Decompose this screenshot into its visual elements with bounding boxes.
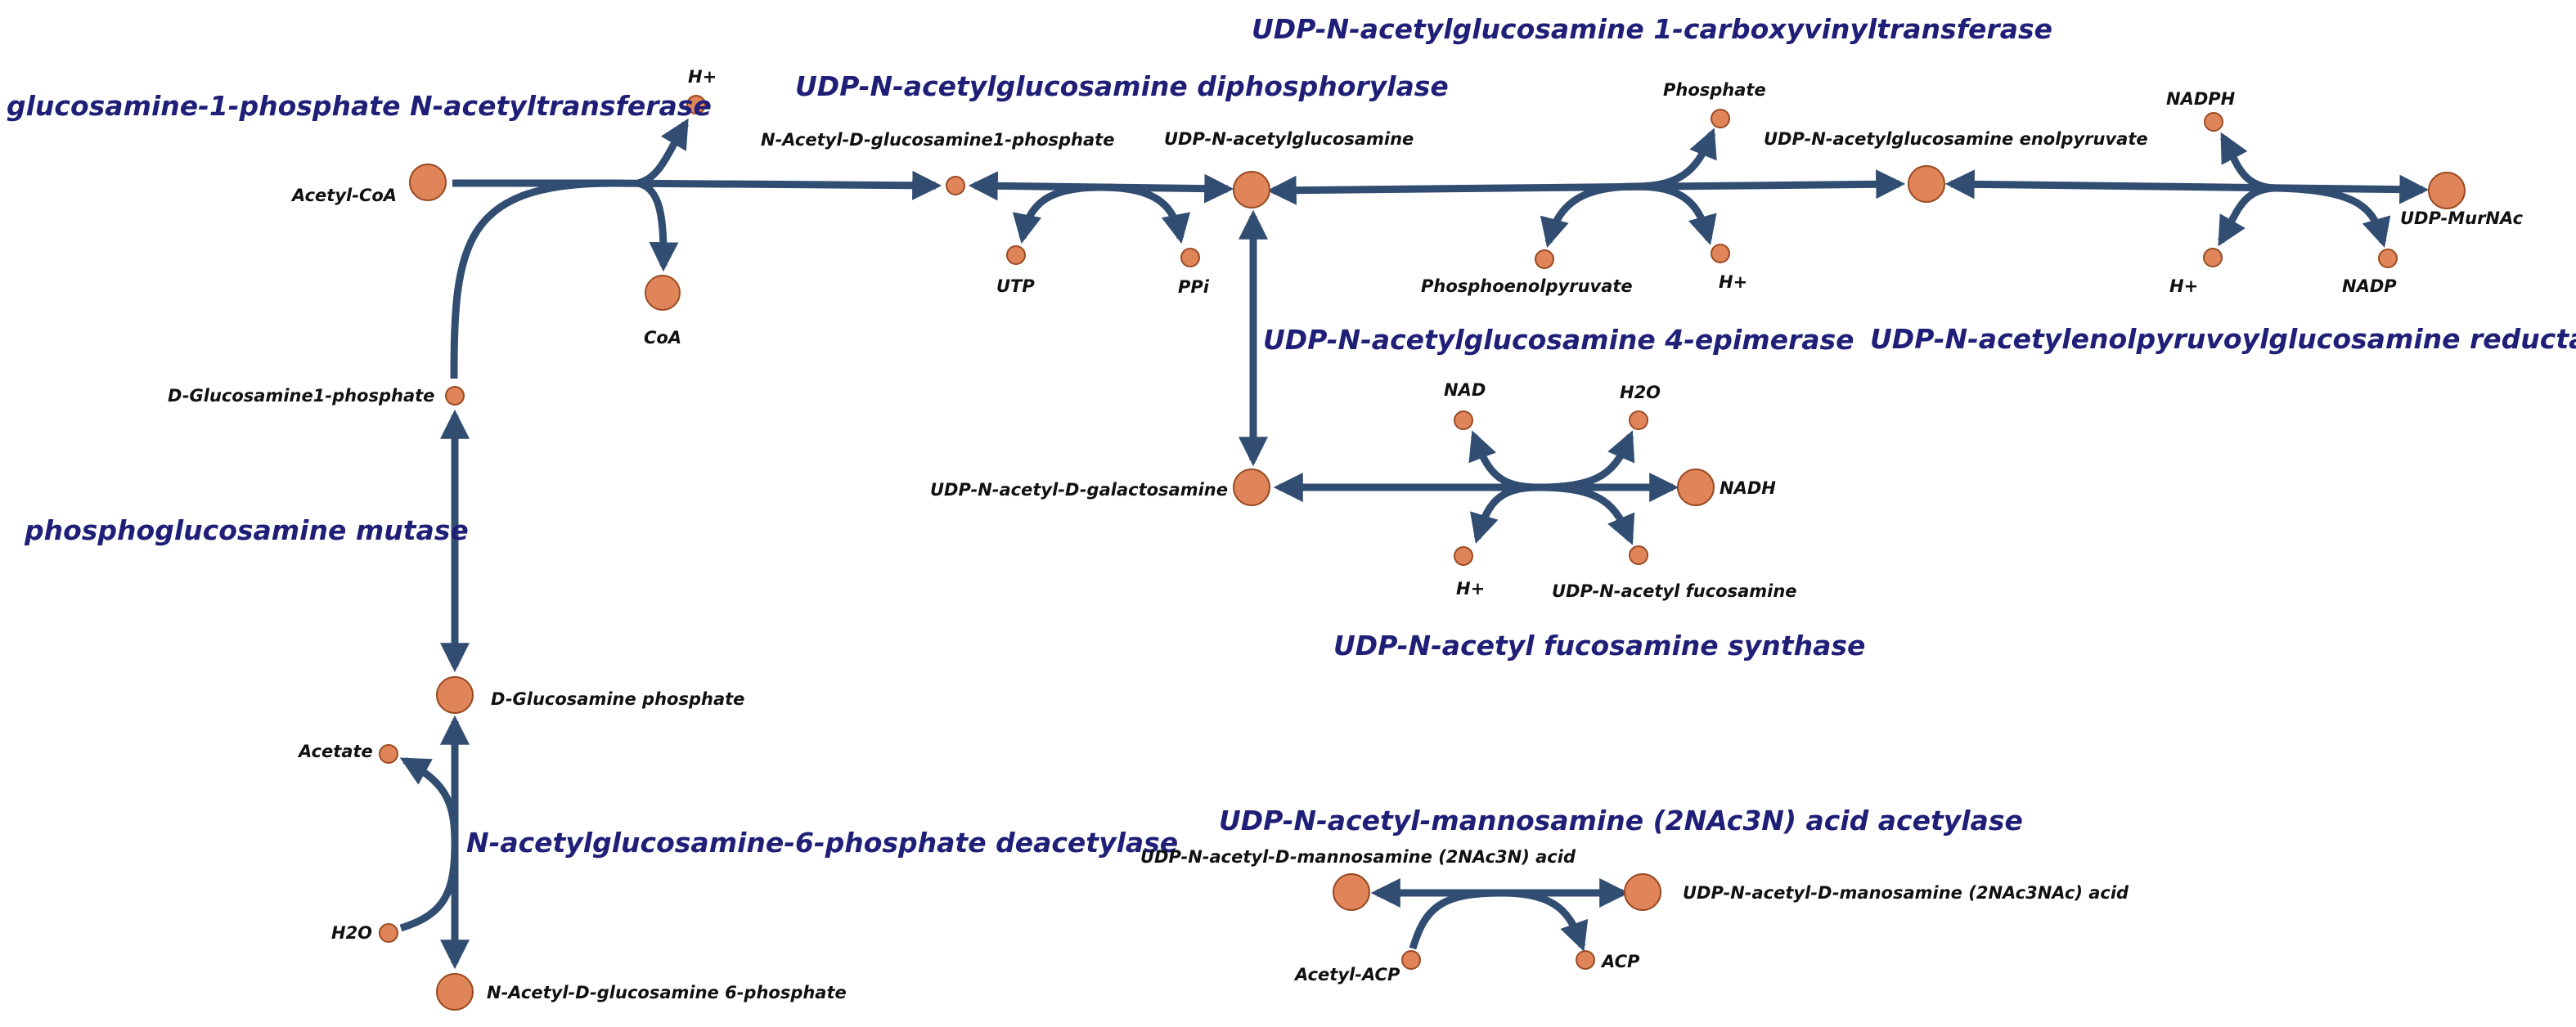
node-h-plus-3 [2203, 248, 2223, 267]
edge-reductase-main [1944, 169, 2430, 204]
node-utp [1006, 245, 1026, 265]
node-nadp [2378, 249, 2398, 268]
edge-diphos-ppi [1100, 183, 1191, 244]
node-h2o-1 [1629, 410, 1648, 430]
enzyme-gnat: glucosamine-1-phosphate N-acetyltransfer… [7, 90, 712, 122]
label-acp: ACP [1600, 952, 1640, 971]
label-nad: NAD [1444, 380, 1486, 400]
edge-gnat-product [613, 170, 942, 200]
label-ppi: PPi [1178, 277, 1210, 297]
label-h-plus-3: H+ [2169, 276, 2198, 296]
metabolite-nodes [379, 95, 2466, 1011]
label-udp-glcnac-enolpyruvate: UDP-N-acetylglucosamine enolpyruvate [1764, 129, 2148, 149]
node-udp-glcnac [1233, 171, 1270, 209]
node-udp-murnac [2428, 172, 2466, 209]
label-nadp: NADP [2342, 276, 2397, 296]
enzyme-epimerase: UDP-N-acetylglucosamine 4-epimerase [1263, 324, 1854, 356]
node-acetate [379, 744, 398, 764]
node-udp-manosamine-2nac3nac [1624, 873, 1661, 911]
label-udp-mannosamine-2nac3n: UDP-N-acetyl-D-mannosamine (2NAc3N) acid [1140, 847, 1576, 867]
edge-carboxy-pep [1540, 182, 1637, 248]
label-h2o-2: H2O [331, 923, 372, 943]
label-h-plus-4: H+ [1456, 579, 1485, 599]
label-udp-glcnac: UDP-N-acetylglucosamine [1164, 129, 1414, 149]
label-h-plus-1: H+ [688, 67, 717, 87]
edge-carboxy-hplus [1635, 182, 1717, 245]
enzyme-reductase: UDP-N-acetylenolpyruvoylglucosamine redu… [1870, 323, 2576, 355]
label-udp-murnac: UDP-MurNAc [2400, 209, 2524, 228]
label-acetyl-acp: Acetyl-ACP [1293, 965, 1400, 984]
edge-deacetylase-acetate [399, 757, 459, 843]
label-phosphoenolpyruvate: Phosphoenolpyruvate [1421, 276, 1633, 296]
label-d-glucosamine-phosphate: D-Glucosamine phosphate [491, 689, 744, 709]
node-udp-mannosamine-2nac3n [1333, 873, 1370, 911]
enzyme-labels: glucosamine-1-phosphate N-acetyltransfer… [7, 13, 2576, 859]
metabolite-labels: Acetyl-CoA H+ CoA D-Glucosamine1-phospha… [168, 67, 2524, 1002]
edge-fuco-h2o [1537, 430, 1635, 491]
node-h2o-2 [379, 923, 398, 943]
label-udp-manosamine-2nac3nac: UDP-N-acetyl-D-manosamine (2NAc3NAc) aci… [1683, 883, 2129, 903]
label-udp-galnac: UDP-N-acetyl-D-galactosamine [930, 480, 1228, 500]
edge-deacetylase-h2o [399, 841, 459, 932]
edge-fuco-nad [1468, 430, 1539, 491]
label-phosphate: Phosphate [1663, 80, 1766, 100]
edge-fuco-fucosamine [1537, 483, 1635, 545]
label-acetate: Acetate [297, 742, 373, 761]
node-udp-galnac [1233, 469, 1270, 506]
label-utp: UTP [996, 276, 1035, 296]
label-nadh: NADH [1720, 478, 1776, 498]
node-phosphate [1711, 109, 1730, 128]
node-nadh [1677, 469, 1715, 506]
node-h-plus-1 [686, 95, 706, 114]
enzyme-diphosphorylase: UDP-N-acetylglucosamine diphosphorylase [795, 70, 1449, 102]
node-h-plus-2 [1711, 244, 1730, 263]
node-udp-glcnac-enolpyruvate [1908, 165, 1945, 203]
edge-diphos-utp [1012, 183, 1102, 244]
edge-reductase-nadp [2273, 184, 2391, 248]
node-nadph [2204, 112, 2223, 132]
node-nad [1454, 410, 1473, 430]
enzyme-mutase: phosphoglucosamine mutase [24, 514, 469, 546]
edge-manno-acp [1500, 889, 1589, 952]
label-coa: CoA [644, 328, 681, 348]
node-nacetyl-glucosamine-1p [946, 176, 965, 195]
enzyme-carboxyvinyltransferase: UDP-N-acetylglucosamine 1-carboxyvinyltr… [1252, 13, 2052, 45]
enzyme-deacetylase: N-acetylglucosamine-6-phosphate deacetyl… [466, 827, 1178, 859]
edge-carboxy-phosphate [1635, 128, 1717, 191]
label-d-glucosamine-1p: D-Glucosamine1-phosphate [168, 386, 434, 406]
enzyme-mannosamine-acetylase: UDP-N-acetyl-mannosamine (2NAc3N) acid a… [1219, 805, 2023, 836]
label-h2o-1: H2O [1620, 383, 1661, 402]
edge-gnat-glcn1p [450, 179, 614, 379]
label-acetyl-coa: Acetyl-CoA [290, 186, 397, 205]
node-acp [1576, 950, 1595, 970]
label-h-plus-2: H+ [1719, 272, 1747, 292]
node-d-glucosamine-phosphate [436, 676, 474, 714]
node-d-glucosamine-1p [445, 386, 465, 406]
node-acetyl-acp [1401, 950, 1421, 970]
edge-fuco-hplus [1470, 483, 1539, 544]
node-acetyl-coa [409, 164, 447, 201]
enzyme-fucosamine-synthase: UDP-N-acetyl fucosamine synthase [1333, 630, 1865, 661]
edge-manno-acetylacp [1409, 889, 1502, 950]
edge-gnat-coa [636, 179, 679, 272]
edge-gnat-hplus [636, 118, 689, 187]
node-udp-fucosamine [1629, 545, 1648, 565]
reaction-edges [399, 118, 2430, 970]
edge-reductase-hplus [2218, 184, 2275, 247]
node-nacetyl-glucosamine-6p [436, 973, 474, 1011]
edge-carboxy-main [1266, 169, 1906, 205]
edge-reductase-nadph [2220, 132, 2275, 192]
label-nadph: NADPH [2166, 89, 2236, 109]
label-nacetyl-glucosamine-6p: N-Acetyl-D-glucosamine 6-phosphate [487, 983, 847, 1002]
label-nacetyl-glucosamine-1p: N-Acetyl-D-glucosamine1-phosphate [761, 130, 1114, 150]
node-phosphoenolpyruvate [1535, 249, 1554, 269]
node-ppi [1180, 248, 1200, 267]
node-coa [645, 275, 681, 311]
label-udp-fucosamine: UDP-N-acetyl fucosamine [1552, 581, 1797, 601]
node-h-plus-4 [1454, 546, 1473, 566]
